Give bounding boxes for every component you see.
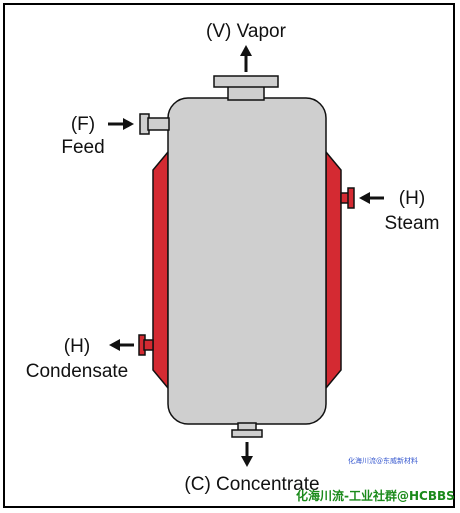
- condensate-nozzle-neck: [143, 339, 154, 351]
- vessel-body: [167, 97, 327, 425]
- condensate-arrow-icon: [109, 339, 134, 351]
- watermark-small: 化海川流@东威新材料: [348, 456, 418, 465]
- steam-nozzle-flange: [347, 187, 355, 209]
- concentrate-arrow-icon: [241, 442, 253, 467]
- concentrate-label: (C) Concentrate: [184, 474, 319, 495]
- condensate-code-label: (H): [64, 336, 90, 357]
- concentrate-nozzle-flange: [231, 429, 263, 438]
- condensate-label: Condensate: [26, 361, 128, 382]
- watermark-main: 化海川流-工业社群@HCBBS: [296, 488, 455, 503]
- vapor-nozzle-flange: [213, 75, 279, 88]
- steam-label: Steam: [385, 213, 440, 234]
- steam-arrow-icon: [359, 192, 384, 204]
- steam-code-label: (H): [399, 188, 425, 209]
- jacket-right: [325, 149, 342, 391]
- feed-code-label: (F): [71, 114, 95, 135]
- jacket-left: [152, 149, 169, 391]
- feed-label: Feed: [61, 137, 104, 158]
- vapor-label: (V) Vapor: [206, 21, 287, 42]
- vapor-nozzle-neck: [227, 85, 265, 101]
- vapor-arrow-icon: [240, 45, 252, 72]
- feed-arrow-icon: [108, 118, 134, 130]
- feed-nozzle-neck: [147, 117, 170, 131]
